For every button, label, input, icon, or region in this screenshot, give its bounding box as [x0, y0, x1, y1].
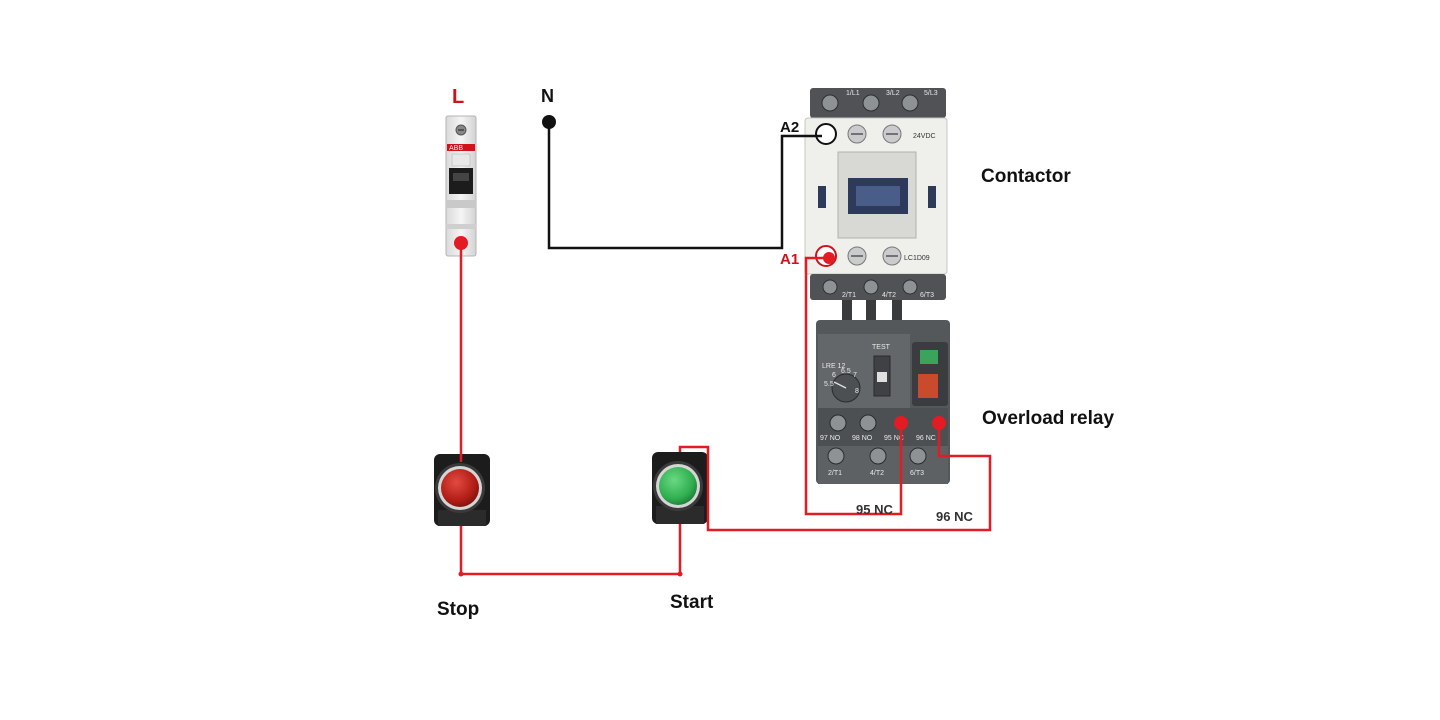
contactor-bottom-label-3: 6/T3 — [920, 292, 934, 299]
start-button-cap[interactable] — [659, 467, 697, 505]
contactor-top-label-3: 5/L3 — [924, 90, 938, 97]
relay-terminal-96: 96 NC — [916, 435, 936, 442]
relay-dial-1: 5.5 — [824, 381, 834, 388]
contactor-top-label-1: 1/L1 — [846, 90, 860, 97]
contactor-bottom-label-1: 2/T1 — [842, 292, 856, 299]
live-wires — [459, 243, 992, 576]
a1-label: A1 — [780, 251, 800, 268]
stop-to-start-wire — [459, 524, 682, 576]
nc96-terminal-dot[interactable] — [932, 416, 946, 430]
neutral-label: N — [541, 86, 554, 106]
nc95-terminal-dot[interactable] — [894, 416, 908, 430]
contactor-bottom-label-2: 4/T2 — [882, 292, 896, 299]
a1-terminal-dot — [823, 252, 835, 264]
overload-relay: LRE 12 TEST 5.5 6 6.5 7 8 97 NO 98 NO 95… — [816, 320, 950, 484]
stop-button-cap[interactable] — [441, 469, 479, 507]
relay-dial-3: 6.5 — [841, 368, 851, 375]
breaker-output-dot[interactable] — [454, 236, 468, 250]
relay-terminal-97: 97 NO — [820, 435, 841, 442]
relay-output-2: 4/T2 — [870, 470, 884, 477]
neutral-wire — [547, 122, 822, 250]
start-to-96nc-wire — [678, 423, 992, 532]
95nc-to-a1-wire — [804, 256, 903, 516]
start-pushbutton[interactable] — [652, 452, 708, 524]
circuit-breaker: ABB — [445, 115, 477, 257]
a2-terminal[interactable] — [815, 123, 837, 145]
stop-pushbutton[interactable] — [434, 454, 490, 526]
breaker-brand-badge — [447, 144, 475, 151]
relay-reset-button[interactable] — [920, 350, 938, 364]
start-label: Start — [670, 592, 714, 613]
relay-dial-5: 8 — [855, 388, 859, 395]
contactor-label: Contactor — [981, 166, 1071, 187]
stop-label: Stop — [437, 599, 480, 620]
contactor: 1/L1 3/L2 5/L3 24VDC LC1D09 2/T1 4/T2 6/… — [804, 88, 948, 324]
relay-dial-4: 7 — [853, 372, 857, 379]
relay-model: LRE 12 — [822, 363, 845, 370]
a2-label: A2 — [780, 119, 800, 136]
contactor-model: LC1D09 — [904, 255, 930, 262]
breaker-brand: ABB — [449, 145, 463, 152]
overload-relay-label: Overload relay — [982, 408, 1115, 429]
nc96-label: 96 NC — [936, 509, 973, 524]
relay-test-label: TEST — [872, 344, 891, 351]
relay-output-3: 6/T3 — [910, 470, 924, 477]
neutral-terminal-dot[interactable] — [542, 115, 556, 129]
line-label: L — [452, 86, 465, 108]
relay-stop-button[interactable] — [918, 374, 938, 398]
contactor-coil-rating: 24VDC — [913, 133, 936, 140]
relay-terminal-95: 95 NC — [884, 435, 904, 442]
relay-output-1: 2/T1 — [828, 470, 842, 477]
nc95-label: 95 NC — [856, 502, 893, 517]
contactor-top-label-2: 3/L2 — [886, 90, 900, 97]
relay-dial-2: 6 — [832, 372, 836, 379]
junction-dot — [458, 571, 464, 577]
junction-dot — [677, 571, 683, 577]
relay-terminal-98: 98 NO — [852, 435, 873, 442]
